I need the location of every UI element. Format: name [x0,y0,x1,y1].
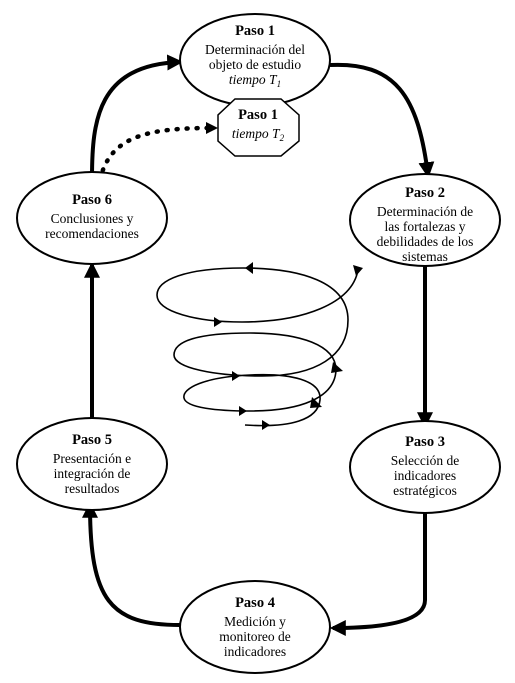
paso6-line-2: recomendaciones [45,226,139,241]
paso5-line-2: integración de [53,466,131,481]
paso2-line-1: Determinación de [376,204,474,219]
paso3-line-1: Selección de [390,453,460,468]
paso4-label: Paso 4 Medición y monitoreo de indicador… [175,595,335,660]
paso4-ellipse [179,580,331,674]
spiral-arrow-3 [214,317,222,327]
paso2-ellipse [349,173,501,267]
paso2-title: Paso 2 [405,185,445,201]
paso3-line-2: indicadores [393,468,457,483]
paso2-line-4: sistemas [402,249,448,264]
paso3-label: Paso 3 Selección de indicadores estratég… [345,434,505,499]
paso5-label: Paso 5 Presentación e integración de res… [12,432,172,497]
paso1-time-word: tiempo T [228,72,277,87]
paso1b-title: Paso 1 [238,107,278,123]
paso4-line-2: monitoreo de [219,629,291,644]
spiral-arrow-5 [245,262,253,274]
paso6-line-1: Conclusiones y [50,211,134,226]
paso6-label: Paso 6 Conclusiones y recomendaciones [12,192,172,242]
paso1-label: Paso 1 Determinación del objeto de estud… [175,24,335,92]
paso1-time-sub: 1 [276,79,282,89]
paso3-title: Paso 3 [405,434,445,450]
paso1-time: tiempo T1 [175,72,335,92]
paso1-title: Paso 1 [235,23,275,39]
arrow-paso1-to-paso2 [329,62,435,179]
spiral-arrow-4 [232,371,240,381]
spiral-arrow-8 [353,265,363,276]
paso4-line-3: indicadores [223,644,287,659]
paso3-ellipse [349,420,501,514]
paso5-line-1: Presentación e [52,451,132,466]
spiral-arrow-7 [331,362,343,373]
paso5-title: Paso 5 [72,432,112,448]
paso3-line-3: estratégicos [393,483,457,498]
spiral-arrow-6 [310,397,322,408]
paso2-line-2: las fortalezas y [384,219,466,234]
paso1b-label: Paso 1 tiempo T2 [212,108,304,146]
paso1-line-1: Determinación del [204,42,306,57]
paso1b-time: tiempo T2 [212,126,304,146]
arrow-paso6-to-paso1 [90,54,184,179]
paso1b-octagon [217,98,300,157]
dotted-arrow-paso6-to-paso1b [97,125,216,183]
paso5-ellipse [16,417,168,511]
paso2-line-3: debilidades de los [376,234,474,249]
paso1-line-2: objeto de estudio [208,57,302,72]
paso4-title: Paso 4 [235,595,275,611]
paso2-label: Paso 2 Determinación de las fortalezas y… [345,185,505,265]
spiral-arrow-1 [262,420,270,430]
arrow-paso4-to-paso5 [82,501,181,627]
dotted-arrow-head [206,122,218,134]
paso1b-time-word: tiempo T [231,126,280,141]
spiral-arrowheads [214,262,363,430]
paso4-line-1: Medición y [224,614,286,629]
spiral-graphic [156,267,359,427]
paso6-ellipse [16,171,168,265]
paso1b-time-sub: 2 [279,133,285,143]
paso5-line-3: resultados [64,481,120,496]
spiral-arrow-2 [239,406,247,416]
arrow-paso3-to-paso4 [329,510,427,636]
paso6-title: Paso 6 [72,192,112,208]
